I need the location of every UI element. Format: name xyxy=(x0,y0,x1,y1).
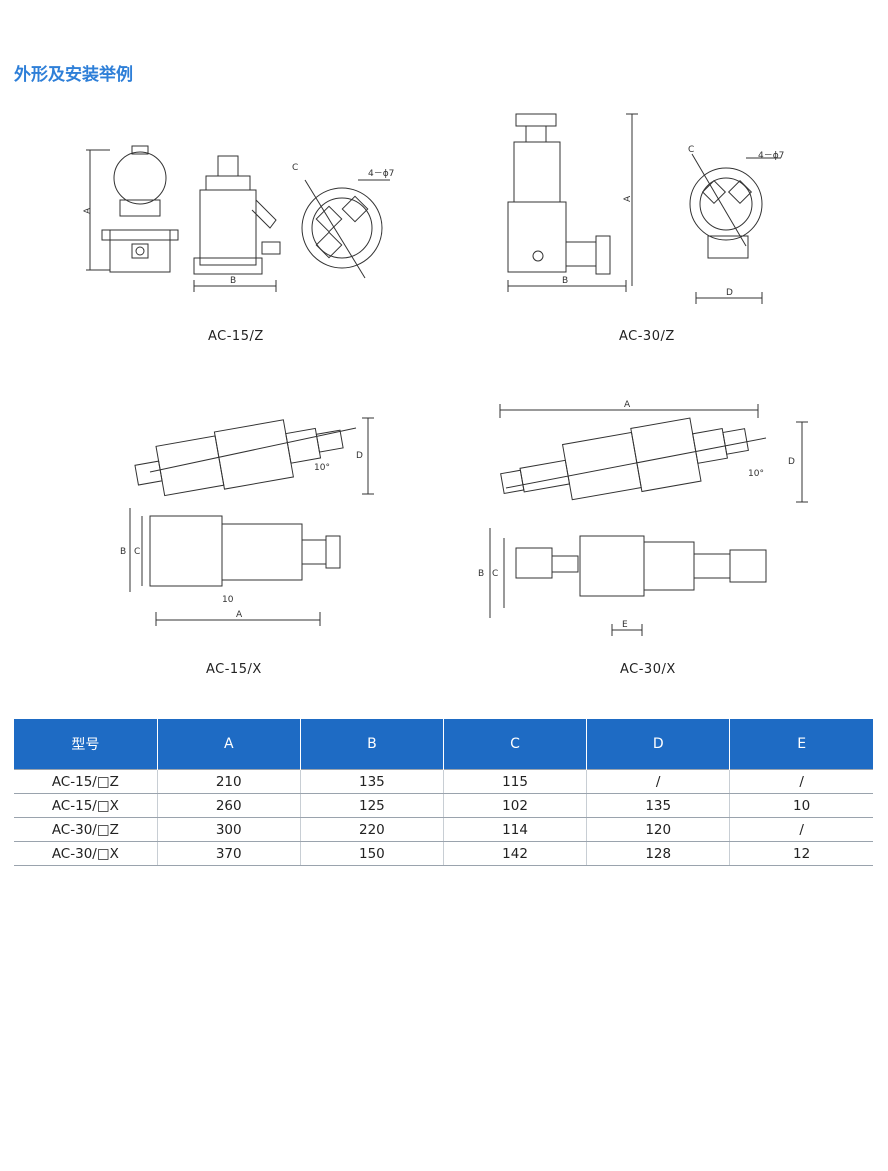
cell-b: 150 xyxy=(300,841,444,866)
cell-c: 114 xyxy=(443,817,588,842)
ac30x-dim-a: A xyxy=(624,400,631,410)
cell-c: 115 xyxy=(443,769,588,794)
ac15z-dim-a: A xyxy=(83,207,93,214)
cell-d: 120 xyxy=(586,817,731,842)
cell-b: 135 xyxy=(300,769,444,794)
cell-e: / xyxy=(729,817,873,842)
header-a: A xyxy=(157,719,301,770)
header-e: E xyxy=(729,719,873,770)
ac30x-dim-e: E xyxy=(622,620,628,630)
figure-ac15x-caption: AC-15/X xyxy=(206,662,262,677)
figure-ac30z-caption: AC-30/Z xyxy=(619,329,675,344)
section-title: 外形及安装举例 xyxy=(14,65,133,85)
figure-ac15x-drawing: D 10° B C A 10 xyxy=(120,412,380,628)
ac15x-angle-label: 10° xyxy=(314,463,330,473)
ac30z-dim-a: A xyxy=(623,195,633,202)
ac30x-dim-b: B xyxy=(478,569,484,579)
figure-ac30x-caption: AC-30/X xyxy=(620,662,676,677)
cell-model: AC-30/□Z xyxy=(14,817,158,842)
ac30z-dim-b: B xyxy=(562,276,568,286)
header-d: D xyxy=(586,719,731,770)
cell-d: 135 xyxy=(586,793,731,818)
ac30z-dim-c: C xyxy=(688,145,694,155)
ac15x-dim-c: C xyxy=(134,547,140,557)
cell-a: 300 xyxy=(157,817,301,842)
ac15z-dim-c: C xyxy=(292,163,298,173)
cell-a: 370 xyxy=(157,841,301,866)
figure-ac30z-drawing: B A C 4－ϕ7 D xyxy=(496,106,796,306)
ac15z-hole-label: 4－ϕ7 xyxy=(368,169,394,179)
table-row: AC-15/□Z 210 135 115 / / xyxy=(14,769,873,794)
cell-model: AC-30/□X xyxy=(14,841,158,866)
ac30x-dim-c: C xyxy=(492,569,498,579)
header-b: B xyxy=(300,719,444,770)
ac30x-angle-label: 10° xyxy=(748,469,764,479)
cell-c: 102 xyxy=(443,793,588,818)
cell-a: 210 xyxy=(157,769,301,794)
ac15x-dim-10: 10 xyxy=(222,595,234,605)
cell-d: / xyxy=(586,769,731,794)
figure-ac30x-drawing: A D 10° B C E xyxy=(476,398,816,642)
cell-e: / xyxy=(729,769,873,794)
ac15x-dim-a: A xyxy=(236,610,243,620)
ac15x-dim-d: D xyxy=(356,451,363,461)
ac30x-dim-d: D xyxy=(788,457,795,467)
cell-e: 10 xyxy=(729,793,873,818)
figure-ac15z-caption: AC-15/Z xyxy=(208,329,264,344)
ac15x-dim-b: B xyxy=(120,547,126,557)
figure-ac15z-drawing: A B C 4－ϕ7 xyxy=(80,140,410,300)
table-row: AC-15/□X 260 125 102 135 10 xyxy=(14,793,873,818)
header-c: C xyxy=(443,719,588,770)
header-model: 型号 xyxy=(14,719,158,770)
table-row: AC-30/□Z 300 220 114 120 / xyxy=(14,817,873,842)
ac30z-dim-d: D xyxy=(726,288,733,298)
table-header-row: 型号 A B C D E xyxy=(14,719,873,770)
cell-model: AC-15/□X xyxy=(14,793,158,818)
cell-b: 220 xyxy=(300,817,444,842)
cell-c: 142 xyxy=(443,841,588,866)
ac30z-hole-label: 4－ϕ7 xyxy=(758,151,784,161)
cell-e: 12 xyxy=(729,841,873,866)
cell-d: 128 xyxy=(586,841,731,866)
cell-b: 125 xyxy=(300,793,444,818)
cell-model: AC-15/□Z xyxy=(14,769,158,794)
ac15z-dim-b: B xyxy=(230,276,236,286)
spec-table: 型号 A B C D E AC-15/□Z 210 135 115 / / AC… xyxy=(14,719,873,866)
table-row: AC-30/□X 370 150 142 128 12 xyxy=(14,841,873,866)
cell-a: 260 xyxy=(157,793,301,818)
